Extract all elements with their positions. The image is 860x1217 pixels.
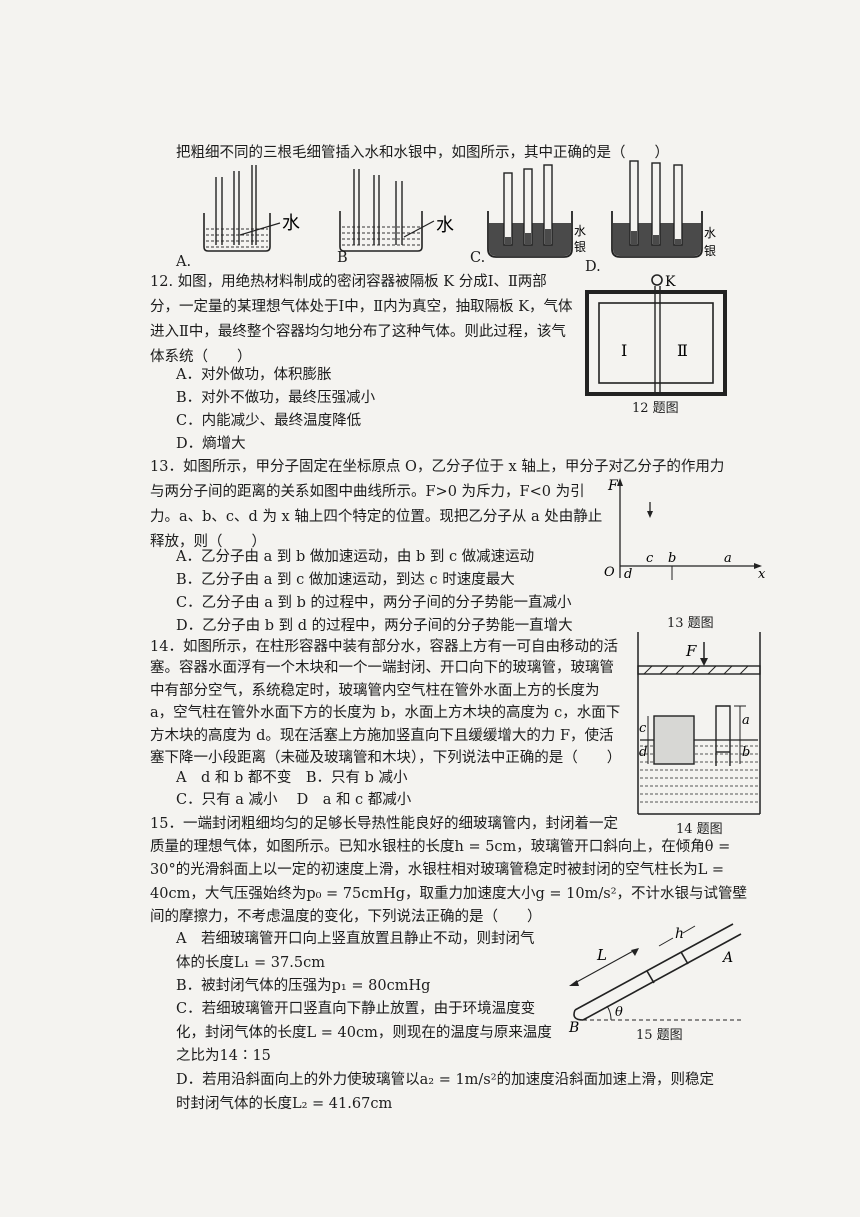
q13-option-b: B．乙分子由 a 到 c 做加速运动，到达 c 时速度最大	[176, 572, 515, 588]
q13-option-a: A．乙分子由 a 到 b 做加速运动，由 b 到 c 做减速运动	[176, 549, 535, 565]
q15-line-4: 40cm，大气压强始终为p₀ = 75cmHg，取重力加速度大小g = 10m/…	[150, 886, 748, 902]
q11-option-c-figure	[487, 164, 573, 258]
q15-option-c-line-3: 之比为14∶15	[176, 1048, 271, 1064]
q14-figure: F c d a b	[637, 632, 761, 815]
q15-theta-label: θ	[615, 1005, 623, 1020]
q12-line-2: 分，一定量的某理想气体处于Ⅰ中，Ⅱ内为真空，抽取隔板 K，气体	[150, 299, 573, 315]
q13-line-1: 13．如图所示，甲分子固定在坐标原点 O，乙分子位于 x 轴上，甲分子对乙分子的…	[150, 459, 725, 475]
q15-option-d-line-2: 时封闭气体的长度L₂ = 41.67cm	[176, 1096, 393, 1112]
q11-option-a-figure	[203, 165, 281, 252]
q15-line-3: 30°的光滑斜面上以一定的初速度上滑，水银柱相对玻璃管稳定时被封闭的空气柱长为L…	[150, 862, 725, 878]
q13-line-3: 力。a、b、c、d 为 x 轴上四个特定的位置。现把乙分子从 a 处由静止	[150, 509, 603, 525]
q12-line-1: 12. 如图，用绝热材料制成的密闭容器被隔板 K 分成Ⅰ、Ⅱ两部	[150, 274, 547, 290]
q14-line-2: 塞。容器水面浮有一个木块和一个一端封闭、开口向下的玻璃管，玻璃管	[150, 660, 614, 676]
q15-figure: L h A B θ	[568, 923, 743, 1036]
q15-option-a-line-1: A 若细玻璃管开口向上竖直放置且静止不动，则封闭气	[176, 931, 535, 947]
q11-water-label-b: 水	[436, 215, 454, 236]
q11-option-b-figure	[339, 169, 435, 252]
q15-b-label: B	[568, 1020, 579, 1036]
q15-option-c-line-1: C．若细玻璃管开口竖直向下静止放置，由于环境温度变	[176, 1001, 536, 1017]
q12-option-d: D．熵增大	[176, 436, 246, 452]
q11-option-a: A.	[176, 254, 192, 270]
q13-f-axis-label: F	[607, 478, 619, 494]
q14-line-4: a，空气柱在管外水面下方的长度为 b，水面上方木块的高度为 c，水面下	[150, 705, 621, 721]
q12-k-label: K	[665, 274, 676, 290]
q13-point-a: a	[724, 551, 732, 566]
q11-option-d: D.	[585, 259, 601, 275]
q11-mercury-label-d2: 银	[704, 244, 716, 258]
q13-option-d: D．乙分子由 b 到 d 的过程中，两分子间的分子势能一直增大	[176, 618, 573, 634]
q12-option-c: C．内能减少、最终温度降低	[176, 413, 362, 429]
q14-option-ab: A d 和 b 都不变 B．只有 b 减小	[176, 770, 408, 786]
q11-mercury-label-d1: 水	[704, 226, 716, 240]
q13-line-2: 与两分子间的距离的关系如图中曲线所示。F>0 为斥力，F<0 为引	[150, 484, 585, 500]
q15-option-c-line-2: 化，封闭气体的长度L = 40cm，则现在的温度与原来温度	[176, 1025, 552, 1041]
q14-b-label: b	[742, 745, 750, 760]
q12-option-a: A．对外做功，体积膨胀	[176, 367, 332, 383]
q12-caption: 12 题图	[632, 401, 679, 416]
q12-line-4: 体系统（ ）	[150, 349, 252, 365]
q14-a-label: a	[742, 713, 750, 728]
q14-line-6: 塞下降一小段距离（未碰及玻璃管和木块），下列说法中正确的是（ ）	[150, 750, 622, 766]
q12-chamber-2-label: Ⅱ	[677, 341, 688, 360]
q11-stem: 把粗细不同的三根毛细管插入水和水银中，如图所示，其中正确的是（ ）	[176, 145, 669, 161]
q12-chamber-1-label: Ⅰ	[621, 341, 627, 360]
q11-water-label-a: 水	[282, 213, 300, 234]
q14-caption: 14 题图	[676, 822, 723, 837]
q14-d-label: d	[639, 745, 647, 760]
q15-line-5: 间的摩擦力，不考虑温度的变化，下列说法正确的是（ ）	[150, 909, 542, 925]
q13-point-d: d	[624, 567, 632, 582]
q11-option-b: B	[337, 250, 348, 266]
q13-option-c: C．乙分子由 a 到 b 的过程中，两分子间的分子势能一直减小	[176, 595, 572, 611]
q13-x-axis-label: x	[758, 567, 766, 582]
q15-a-label: A	[721, 950, 733, 966]
q14-c-label: c	[639, 721, 647, 736]
q15-option-d-line-1: D．若用沿斜面向上的外力使玻璃管以a₂ = 1m/s²的加速度沿斜面加速上滑，则…	[176, 1072, 715, 1088]
q14-line-1: 14．如图所示，在柱形容器中装有部分水，容器上方有一可自由移动的活	[150, 639, 618, 655]
q11-option-d-figure	[611, 160, 703, 258]
q13-line-4: 释放，则（ ）	[150, 534, 266, 550]
q13-point-b: b	[668, 551, 676, 566]
q11-figure: 水 水 水 银	[203, 160, 716, 258]
q15-line-1: 15．一端封闭粗细均匀的足够长导热性能良好的细玻璃管内，封闭着一定	[150, 816, 618, 832]
q14-line-3: 中有部分空气，系统稳定时，玻璃管内空气柱在管外水面上方的长度为	[150, 683, 600, 699]
q12-line-3: 进入Ⅱ中，最终整个容器均匀地分布了这种气体。则此过程，该气	[150, 324, 566, 340]
q13-point-c: c	[646, 551, 654, 566]
q14-force-label: F	[685, 642, 697, 660]
q15-option-b: B．被封闭气体的压强为p₁ = 80cmHg	[176, 978, 431, 994]
q14-line-5: 方木块的高度为 d。现在活塞上方施加竖直向下且缓缓增大的力 F，使活	[150, 728, 614, 744]
q11-option-c: C.	[470, 250, 486, 266]
q15-caption: 15 题图	[636, 1028, 683, 1043]
q15-line-2: 质量的理想气体，如图所示。已知水银柱的长度h = 5cm，玻璃管开口斜向上，在倾…	[150, 839, 731, 855]
q15-option-a-line-2: 体的长度L₁ = 37.5cm	[176, 955, 325, 971]
q13-origin-label: O	[604, 565, 615, 580]
q12-option-b: B．对外不做功，最终压强减小	[176, 390, 376, 406]
q14-option-cd: C．只有 a 减小 D a 和 c 都减小	[176, 792, 412, 808]
q11-mercury-label-c2: 银	[574, 240, 586, 254]
q15-l-label: L	[596, 946, 607, 964]
q13-caption: 13 题图	[667, 616, 714, 631]
q12-figure: K Ⅰ Ⅱ	[585, 274, 727, 396]
q13-figure: F x O d c b a	[604, 478, 766, 582]
q11-mercury-label-c1: 水	[574, 224, 586, 238]
q15-h-label: h	[675, 926, 684, 942]
